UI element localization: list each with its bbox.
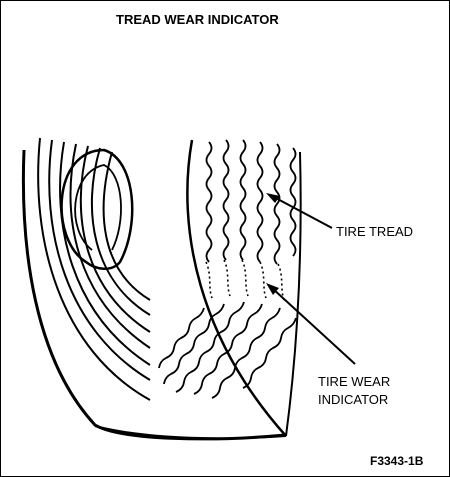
- tread-groove: [163, 303, 225, 385]
- sidewall-ring-3: [59, 141, 151, 366]
- tire-wear-indicator-label-line2: INDICATOR: [318, 392, 388, 407]
- tread-groove: [273, 143, 281, 265]
- tread-groove: [222, 139, 230, 261]
- wheel-hub: [60, 148, 134, 270]
- sidewall-ring-7: [102, 151, 151, 301]
- upper-tread-grooves: [205, 139, 297, 265]
- wear-indicator-arrowhead: [266, 283, 279, 295]
- tire-tread-arrowhead: [266, 193, 280, 203]
- tread-groove: [289, 147, 297, 257]
- tread-groove: [205, 141, 213, 263]
- tread-groove: [239, 139, 247, 261]
- tread-groove: [175, 301, 245, 393]
- wear-indicator-leader: [271, 287, 356, 365]
- wear-indicator-dots: [223, 259, 231, 297]
- wear-indicator-dots: [241, 259, 249, 297]
- figure-code: F3343-1B: [370, 454, 424, 468]
- lower-tread-grooves: [158, 301, 297, 399]
- tire-wear-indicator-label-line1: TIRE WEAR: [318, 374, 390, 389]
- sidewall-ring-1: [37, 137, 151, 401]
- tire-tread-leader: [271, 195, 333, 229]
- tire-right-edge: [285, 151, 302, 437]
- diagram-title: TREAD WEAR INDICATOR: [116, 12, 279, 27]
- tire-tread-label: TIRE TREAD: [336, 224, 413, 239]
- sidewall-rings: [37, 137, 151, 401]
- wheel-hub-inner: [74, 164, 122, 251]
- tread-bottom-edge: [94, 425, 287, 440]
- tread-groove: [242, 317, 297, 389]
- tread-groove: [256, 141, 264, 263]
- wear-indicator-band: [205, 259, 285, 301]
- sidewall-ring-6: [90, 147, 151, 316]
- wear-indicator-dots: [259, 261, 267, 299]
- wear-indicator-dots: [205, 261, 213, 299]
- tread-groove: [158, 307, 205, 369]
- tread-groove: [193, 303, 263, 395]
- tread-groove: [211, 307, 281, 399]
- sidewall-ring-5: [79, 145, 151, 333]
- sidewall-ring-2: [48, 139, 151, 381]
- tread-shoulder-line: [186, 139, 287, 437]
